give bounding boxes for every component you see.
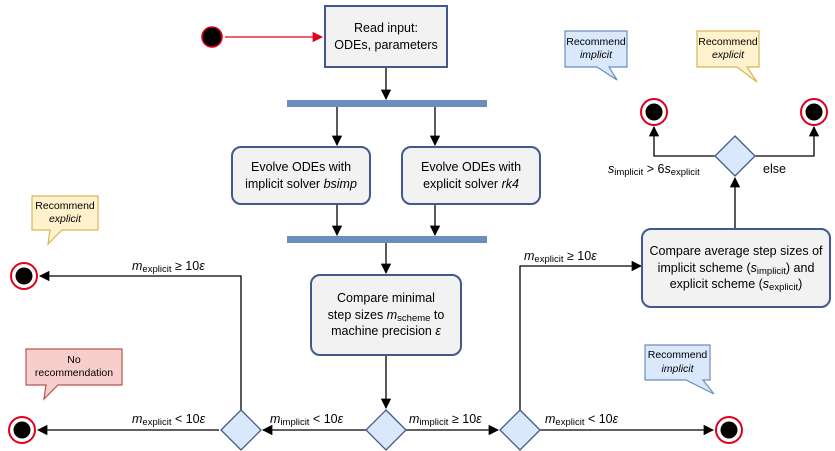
join-bar bbox=[287, 236, 487, 243]
evolve-explicit-line1: Evolve ODEs with bbox=[420, 160, 522, 174]
note-recommend-explicit-top-shape bbox=[696, 30, 760, 83]
compare-minimal-box: Compare minimal step sizes mscheme to ma… bbox=[310, 274, 462, 356]
note-no-recommendation-shape bbox=[25, 348, 123, 401]
evolve-explicit-box: Evolve ODEs with explicit solver rk4 bbox=[401, 146, 541, 205]
read-input-line1: Read input: bbox=[354, 21, 418, 35]
end-node-recommend-implicit-top bbox=[640, 98, 668, 126]
end-node-no-recommendation bbox=[8, 416, 36, 444]
note-recommend-implicit-top-shape bbox=[564, 30, 628, 81]
compare-average-box: Compare average step sizes of implicit s… bbox=[641, 228, 831, 308]
end-node-recommend-explicit-top bbox=[800, 98, 828, 126]
solver-name-rk4: rk4 bbox=[501, 176, 519, 191]
label-right-explicit-ge: mexplicit ≥ 10ε bbox=[524, 249, 597, 265]
decision-diamond-top bbox=[714, 135, 756, 177]
compare-minimal-line1: Compare minimal bbox=[337, 291, 435, 306]
decision-diamond-left bbox=[220, 409, 262, 451]
evolve-explicit-line2: explicit solver rk4 bbox=[423, 176, 519, 191]
note-recommend-explicit-left-shape bbox=[31, 195, 99, 246]
label-left-explicit-ge: mexplicit ≥ 10ε bbox=[132, 259, 205, 275]
decision-diamond-right bbox=[499, 409, 541, 451]
read-input-line2: ODEs, parameters bbox=[334, 37, 438, 52]
label-center-implicit-ge: mimplicit ≥ 10ε bbox=[409, 412, 482, 428]
read-input-box: Read input: ODEs, parameters bbox=[324, 5, 448, 68]
end-node-recommend-explicit-left bbox=[10, 262, 38, 290]
evolve-implicit-line1: Evolve ODEs with bbox=[250, 160, 352, 174]
compare-minimal-line2: step sizes mscheme to bbox=[327, 307, 445, 324]
decision-diamond-center bbox=[365, 409, 407, 451]
fork-bar bbox=[287, 100, 487, 107]
label-right-explicit-lt: mexplicit < 10ε bbox=[545, 412, 619, 428]
label-step-size-condition: simplicit > 6sexplicit bbox=[608, 162, 700, 178]
note-recommend-implicit-bottom-shape bbox=[644, 344, 715, 395]
solver-name-bsimp: bsimp bbox=[323, 176, 357, 191]
start-node bbox=[201, 26, 223, 48]
compare-average-line3: explicit scheme (sexplicit) bbox=[669, 277, 803, 294]
compare-minimal-line3: machine precision ε bbox=[331, 324, 441, 339]
compare-average-line1: Compare average step sizes of bbox=[649, 244, 823, 259]
end-node-recommend-implicit-bottom bbox=[715, 416, 743, 444]
evolve-implicit-line2: implicit solver bsimp bbox=[245, 176, 357, 191]
label-center-implicit-lt: mimplicit < 10ε bbox=[270, 412, 344, 428]
compare-average-line2: implicit scheme (simplicit) and bbox=[657, 260, 815, 277]
evolve-implicit-box: Evolve ODEs with implicit solver bsimp bbox=[231, 146, 371, 205]
label-left-explicit-lt: mexplicit < 10ε bbox=[132, 412, 206, 428]
label-else: else bbox=[763, 162, 786, 176]
connectors bbox=[36, 31, 820, 436]
